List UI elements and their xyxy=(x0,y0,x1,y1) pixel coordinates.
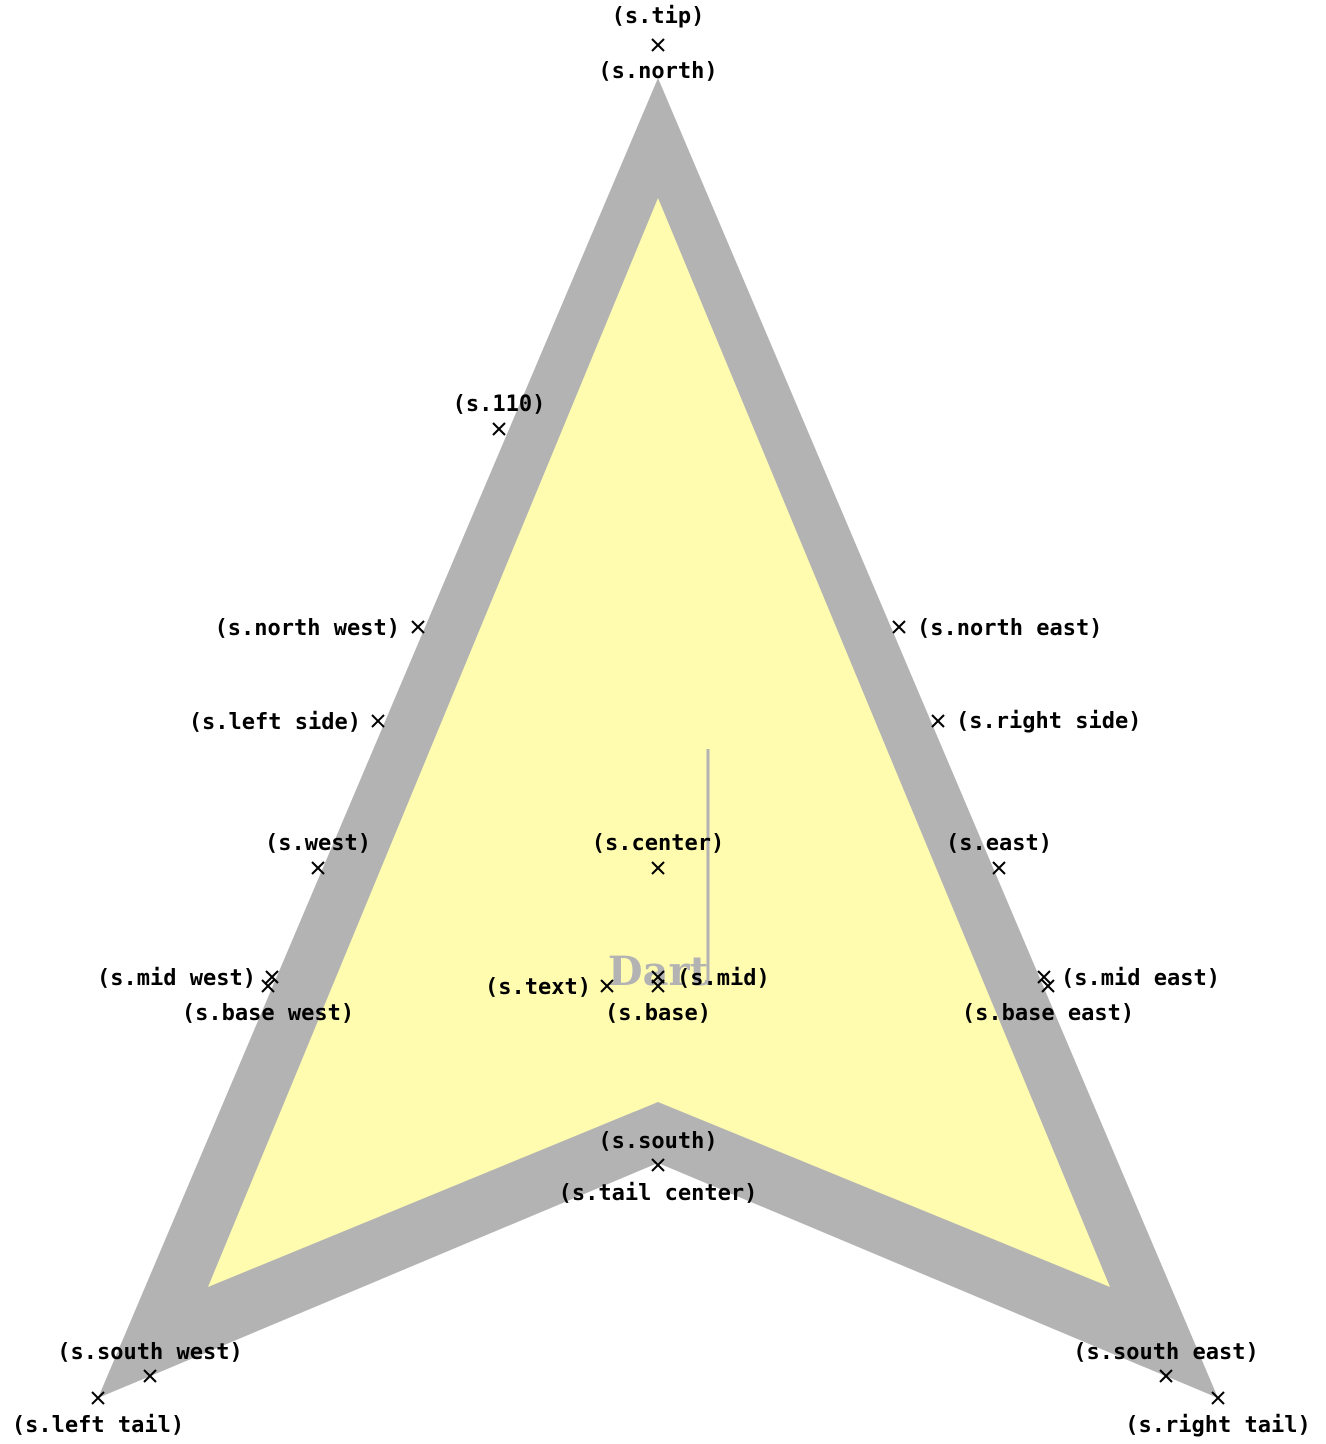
cross-north-east-icon xyxy=(892,620,906,634)
cross-mid-east-icon xyxy=(1037,970,1051,984)
cross-right-tail-icon xyxy=(1211,1391,1225,1405)
label-west: (s.west) xyxy=(265,831,371,856)
label-110: (s.110) xyxy=(453,392,546,417)
label-north: (s.north) xyxy=(598,59,717,84)
cross-south-east-icon xyxy=(1159,1369,1173,1383)
cross-base-west-icon xyxy=(261,979,275,993)
label-base-east: (s.base east) xyxy=(962,1001,1134,1026)
label-text: (s.text) xyxy=(485,975,591,1000)
cross-north-west-icon xyxy=(411,620,425,634)
cross-text-icon xyxy=(600,979,614,993)
cross-left-side-icon xyxy=(371,714,385,728)
cross-south-west-icon xyxy=(143,1369,157,1383)
label-mid-east: (s.mid east) xyxy=(1061,966,1220,991)
label-east: (s.east) xyxy=(946,831,1052,856)
label-base-west: (s.base west) xyxy=(182,1001,354,1026)
dart-fill xyxy=(208,198,1110,1287)
cross-left-tail-icon xyxy=(91,1391,105,1405)
label-north-east: (s.north east) xyxy=(917,616,1102,641)
label-left-tail: (s.left tail) xyxy=(12,1413,184,1438)
label-north-west: (s.north west) xyxy=(215,616,400,641)
cross-south-icon xyxy=(651,1158,665,1172)
label-right-tail: (s.right tail) xyxy=(1125,1413,1310,1438)
label-south: (s.south) xyxy=(598,1129,717,1154)
cross-110-icon xyxy=(492,422,506,436)
cross-east-icon xyxy=(992,861,1006,875)
label-tail-center: (s.tail center) xyxy=(559,1181,758,1206)
label-mid: (s.mid) xyxy=(677,966,770,991)
cross-base-east-icon xyxy=(1041,979,1055,993)
cross-right-side-icon xyxy=(931,714,945,728)
label-center: (s.center) xyxy=(592,831,724,856)
label-base: (s.base) xyxy=(605,1001,711,1026)
label-mid-west: (s.mid west) xyxy=(97,966,256,991)
label-left-side: (s.left side) xyxy=(189,710,361,735)
cross-mid-west-icon xyxy=(265,970,279,984)
cross-base-icon xyxy=(651,979,665,993)
cross-tip-icon xyxy=(651,38,665,52)
cross-center-icon xyxy=(651,861,665,875)
label-tip: (s.tip) xyxy=(612,4,705,29)
label-south-west: (s.south west) xyxy=(57,1340,242,1365)
label-right-side: (s.right side) xyxy=(956,709,1141,734)
cross-west-icon xyxy=(311,861,325,875)
label-south-east: (s.south east) xyxy=(1073,1340,1258,1365)
